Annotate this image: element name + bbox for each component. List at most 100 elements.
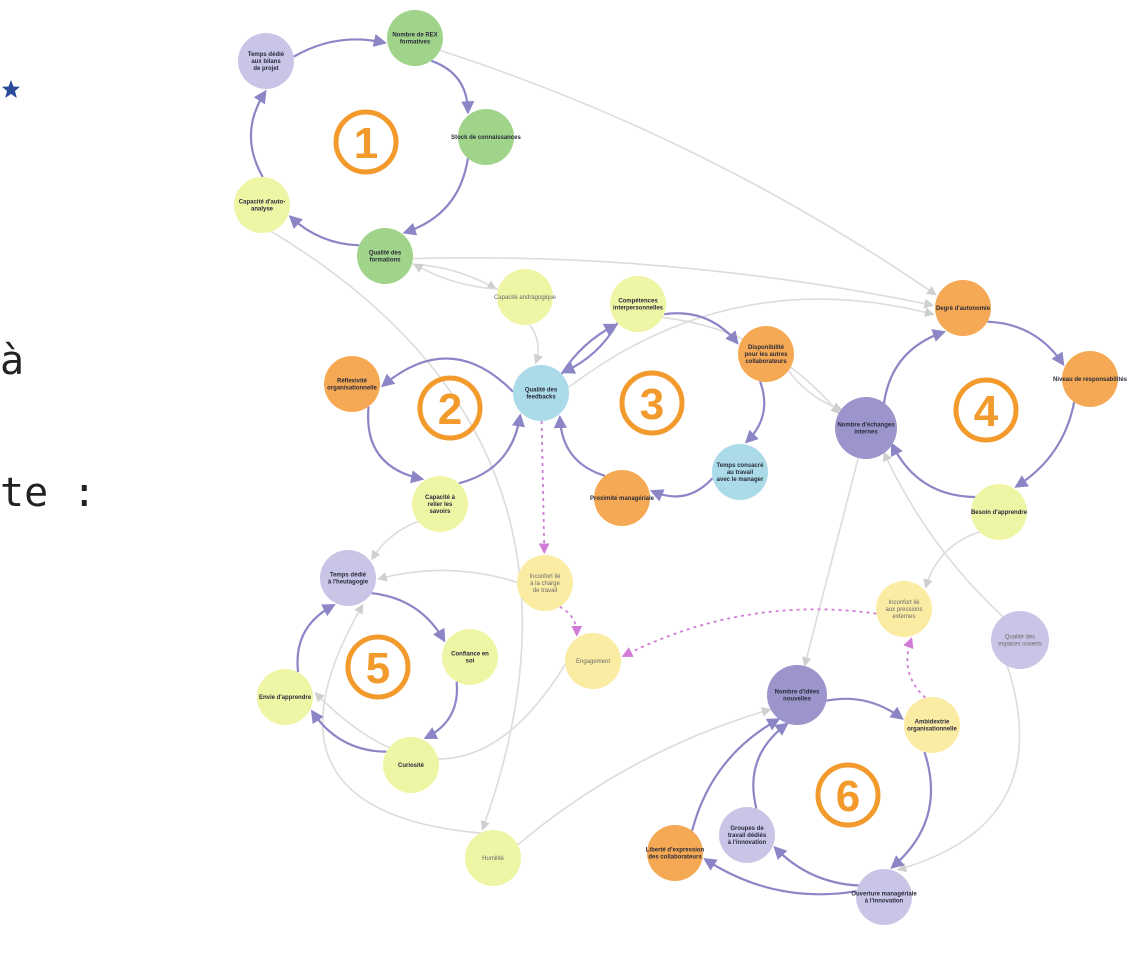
- link-arrow: [458, 413, 525, 485]
- link-arrow: [560, 323, 618, 375]
- link-arrow: [663, 312, 739, 345]
- node-label: interpersonnelles: [613, 306, 664, 312]
- node-circle: [767, 665, 827, 725]
- node-label: Ouverture managériale: [851, 892, 917, 898]
- node-circle: [719, 807, 775, 863]
- link-arrow: [649, 477, 714, 502]
- link-arrow: [773, 845, 859, 887]
- node-label: Ambidextrie: [915, 720, 950, 726]
- node-label: travail dédiés: [728, 833, 767, 839]
- node-label: à l'innovation: [865, 899, 904, 905]
- link-arrow: [882, 329, 946, 407]
- link-arrow: [621, 608, 877, 657]
- node-label: à la charge: [530, 581, 560, 587]
- node-label: Nombre d'idées: [775, 690, 820, 696]
- node-label: au travail: [727, 470, 754, 476]
- link-arrow: [371, 520, 419, 561]
- node-circle: [517, 555, 573, 611]
- link-arrow: [528, 324, 543, 365]
- link-arrow: [293, 33, 387, 58]
- node-label: Proximité managériale: [590, 496, 655, 502]
- node-label: Capacité à: [425, 495, 456, 501]
- link-arrow: [517, 707, 772, 846]
- svg-text:5: 5: [366, 644, 390, 693]
- node-label: aux pressions: [885, 607, 922, 613]
- node-label: Niveau de responsabilités: [1053, 377, 1128, 383]
- link-arrow: [314, 663, 566, 760]
- node-label: Engagement: [576, 659, 610, 665]
- node-circle: [387, 10, 443, 66]
- node-circle: [257, 669, 313, 725]
- node-circle: [610, 276, 666, 332]
- loop-badge-1: 1: [333, 109, 399, 175]
- node-label: avec le manager: [717, 477, 764, 483]
- node-circle: [465, 830, 521, 886]
- node-label: Humilité: [482, 856, 504, 862]
- node-label: Temps consacré: [717, 463, 765, 469]
- svg-text:6: 6: [836, 772, 860, 821]
- node-label: collaborateurs: [745, 359, 787, 365]
- node-label: Groupes de: [730, 826, 764, 832]
- link-arrow: [288, 215, 360, 247]
- node-label: espaces ouverts: [998, 642, 1042, 648]
- node-label: à l'heutagogie: [328, 580, 369, 586]
- node-circle: [513, 365, 569, 421]
- node-label: Curiosité: [398, 763, 425, 769]
- node-niveau-resp: Niveau de responsabilités: [1053, 351, 1128, 407]
- node-label: Besoin d'apprendre: [971, 510, 1028, 516]
- node-besoin: Besoin d'apprendre: [971, 484, 1028, 540]
- link-arrow: [890, 442, 976, 499]
- node-humilite: Humilité: [465, 830, 521, 886]
- node-circle: [238, 33, 294, 89]
- svg-text:2: 2: [438, 385, 462, 434]
- node-label: Capacité andragogique: [494, 295, 557, 301]
- link-arrow: [1014, 401, 1076, 488]
- node-label: Nombre d'échanges: [837, 423, 895, 429]
- node-circle: [412, 476, 468, 532]
- node-label: internes: [854, 430, 878, 436]
- link-arrow: [402, 158, 469, 236]
- node-circle: [594, 470, 650, 526]
- link-arrow: [890, 751, 932, 869]
- dotted-links-layer: [538, 420, 927, 699]
- svg-text:1: 1: [354, 119, 378, 168]
- node-circle: [647, 825, 703, 881]
- link-arrow: [691, 718, 781, 832]
- node-circle: [876, 581, 932, 637]
- node-label: soi: [466, 659, 475, 665]
- node-label: Stock de connaissances: [451, 135, 521, 141]
- node-circle: [971, 484, 1027, 540]
- node-label: nouvelles: [783, 697, 811, 703]
- node-curiosite: Curiosité: [383, 737, 439, 793]
- link-arrow: [321, 603, 481, 834]
- link-arrow: [310, 709, 387, 753]
- node-label: de travail: [533, 588, 557, 594]
- link-arrow: [371, 592, 446, 643]
- node-envie: Envie d'apprendre: [257, 669, 313, 725]
- node-engagement: Engagement: [565, 633, 621, 689]
- link-arrow: [703, 857, 857, 896]
- node-circle: [383, 737, 439, 793]
- node-label: Compétences: [618, 299, 658, 305]
- node-circle: [357, 228, 413, 284]
- node-auto-analyse: Capacité d'auto-analyse: [234, 177, 290, 233]
- node-circle: [856, 869, 912, 925]
- link-arrow: [439, 49, 937, 296]
- link-arrow: [296, 604, 336, 673]
- node-circle: [497, 269, 553, 325]
